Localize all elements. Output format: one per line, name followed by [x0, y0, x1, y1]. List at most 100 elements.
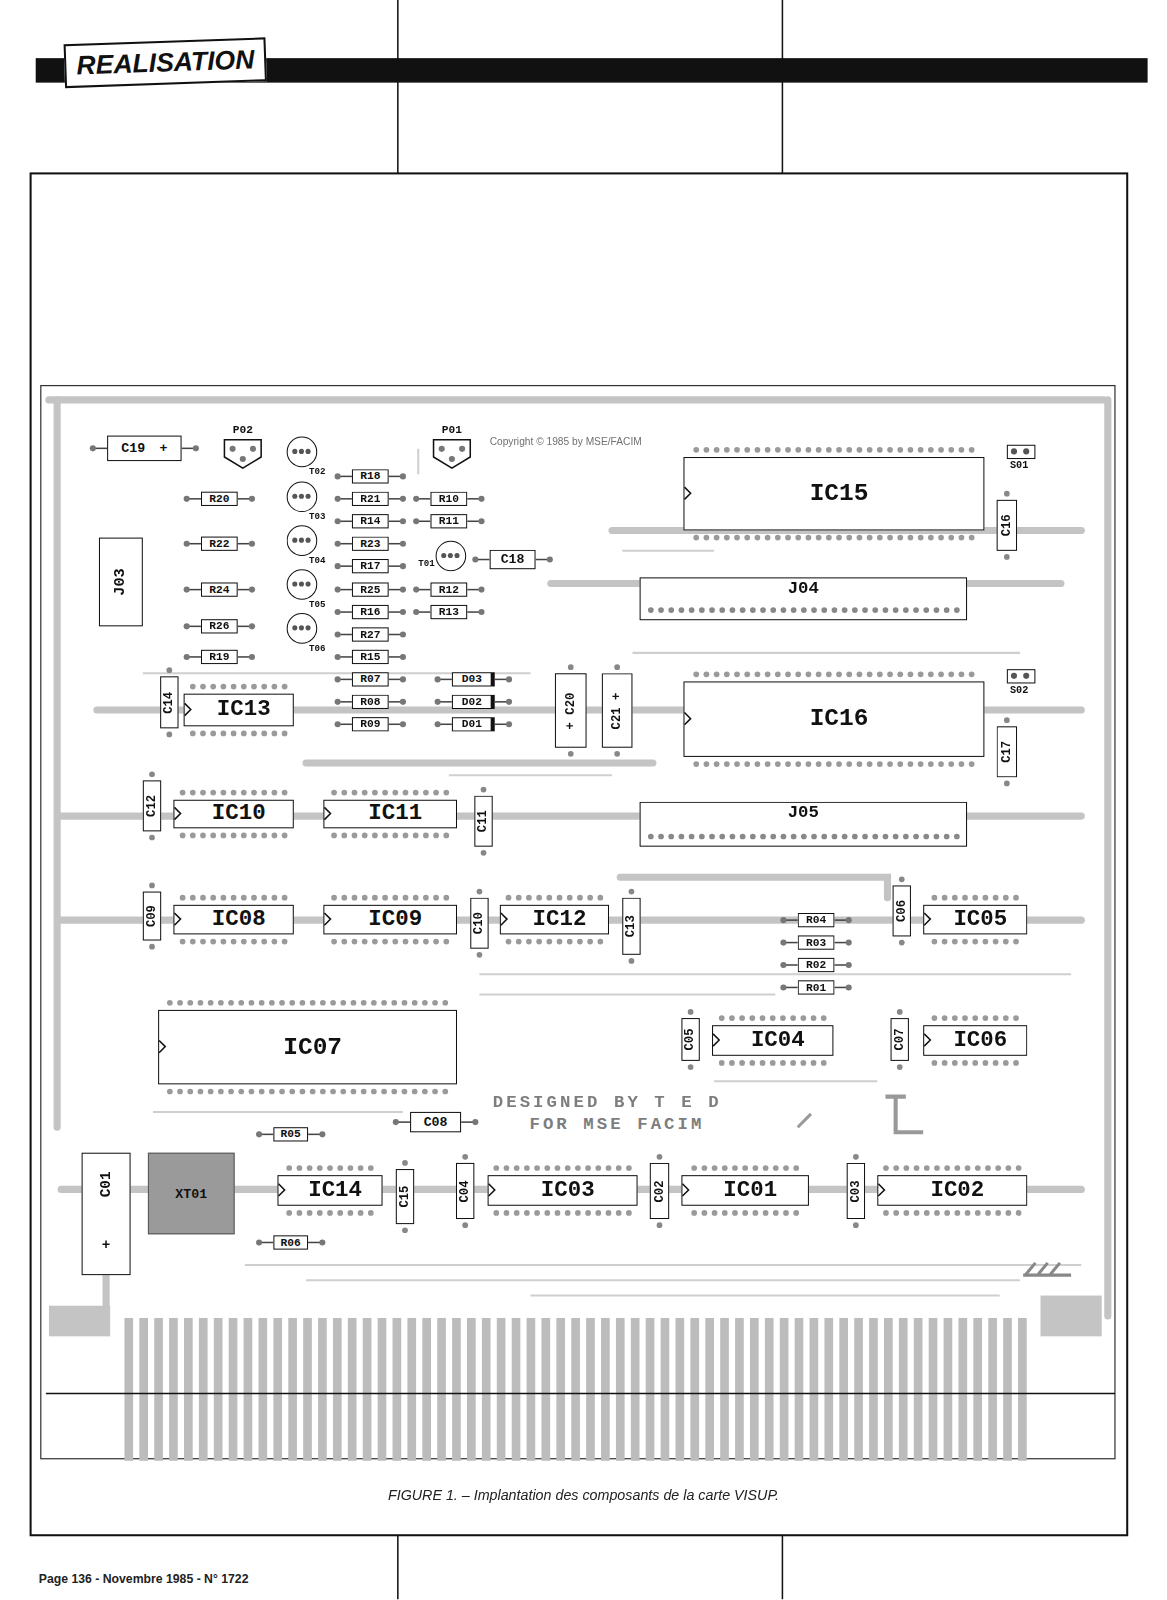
edge-finger — [541, 1318, 550, 1461]
ic-pin — [959, 671, 965, 677]
ic-pin — [739, 1015, 745, 1021]
ic-pin — [372, 790, 378, 796]
solder-pad — [846, 940, 852, 946]
ic-pin — [975, 1165, 981, 1171]
capacitor: C07 — [891, 1018, 909, 1061]
ic-pin — [972, 939, 978, 945]
ic-pin — [969, 535, 975, 541]
solder-pad — [335, 496, 341, 502]
ic-pin — [341, 895, 347, 901]
ic-pin — [780, 1060, 786, 1066]
ic-pin — [382, 833, 388, 839]
ic-pin — [231, 790, 237, 796]
ic-pin — [846, 447, 852, 453]
ic-pin — [402, 1089, 408, 1095]
part-label: R11 — [439, 516, 459, 527]
ic-notch — [878, 1176, 888, 1207]
ic-pin — [760, 1060, 766, 1066]
solder-pad — [846, 984, 852, 990]
ic-pin — [493, 1210, 499, 1216]
resistor: R10 — [430, 492, 467, 506]
transistor: T02 — [287, 437, 318, 468]
ic-pin — [587, 939, 593, 945]
ic-pin — [241, 790, 247, 796]
part-label: J05 — [785, 804, 822, 821]
ic-pin — [362, 939, 368, 945]
ic-pin — [732, 1210, 738, 1216]
transistor: T03 — [287, 481, 318, 512]
ic-pin — [993, 1060, 999, 1066]
ic-pin — [514, 1165, 520, 1171]
integrated-circuit: IC16 — [683, 681, 984, 756]
crystal: XT01 — [148, 1153, 235, 1235]
ic-pin — [783, 1210, 789, 1216]
ic-pin — [753, 1165, 759, 1171]
edge-finger — [929, 1318, 938, 1461]
ic-pin — [526, 939, 532, 945]
solder-pad — [184, 623, 190, 629]
ic-pin — [908, 671, 914, 677]
ic-pin — [536, 895, 542, 901]
ic-pin — [719, 1060, 725, 1066]
capacitor: C01+ — [82, 1153, 131, 1275]
solder-pad — [1004, 554, 1010, 560]
ic-pin — [372, 895, 378, 901]
solder-pad — [472, 1119, 478, 1125]
part-label: R08 — [360, 696, 380, 707]
ic-pin — [616, 1210, 622, 1216]
ic-pin — [962, 1015, 968, 1021]
ic-pin — [442, 1089, 448, 1095]
ic-pin — [775, 535, 781, 541]
resistor: R25 — [352, 582, 389, 596]
part-label: IC01 — [723, 1179, 777, 1201]
ic-pin — [210, 833, 216, 839]
ic-pin — [693, 447, 699, 453]
ic-pin — [282, 684, 288, 690]
part-label: IC12 — [533, 908, 587, 930]
edge-finger — [571, 1318, 580, 1461]
ic-pin — [422, 1000, 428, 1006]
ic-pin — [320, 1089, 326, 1095]
ic-pin — [238, 1089, 244, 1095]
ic-pin — [221, 684, 227, 690]
edge-finger — [333, 1318, 342, 1461]
ic-pin — [1003, 1060, 1009, 1066]
solder-pad — [256, 1131, 262, 1137]
ic-pin — [806, 447, 812, 453]
ic-pin — [190, 790, 196, 796]
ic-pin — [269, 1000, 275, 1006]
ic-pin — [857, 535, 863, 541]
capacitor: C13 — [622, 898, 640, 955]
solder-pad — [688, 1009, 694, 1015]
ic-pin — [734, 447, 740, 453]
ic-pin — [231, 895, 237, 901]
ic-pin — [773, 1165, 779, 1171]
ic-pin — [780, 1015, 786, 1021]
ic-pin — [704, 761, 710, 767]
ic-pin — [261, 684, 267, 690]
integrated-circuit: IC14 — [277, 1175, 382, 1206]
diode: D01 — [452, 717, 495, 731]
part-label: C21 + — [611, 692, 623, 729]
solder-pad — [462, 1222, 468, 1228]
ic-pin — [887, 671, 893, 677]
ic-pin — [877, 447, 883, 453]
part-label: S02 — [1009, 686, 1029, 696]
part-label: C08 — [424, 1115, 448, 1128]
capacitor: + C20 — [555, 673, 587, 747]
ic-pin — [985, 1210, 991, 1216]
ic-pin — [908, 761, 914, 767]
solder-pad — [249, 541, 255, 547]
ic-pin — [546, 939, 552, 945]
ic-pin — [952, 1015, 958, 1021]
ic-pin — [544, 1165, 550, 1171]
ic-pin — [261, 833, 267, 839]
part-label: IC11 — [368, 803, 422, 825]
ic-pin — [297, 1210, 303, 1216]
ic-pin — [857, 761, 863, 767]
jumper: S02 — [1007, 669, 1036, 683]
part-label: + — [159, 442, 167, 455]
ic-pin — [577, 895, 583, 901]
ic-pin — [918, 447, 924, 453]
ic-pin — [413, 833, 419, 839]
